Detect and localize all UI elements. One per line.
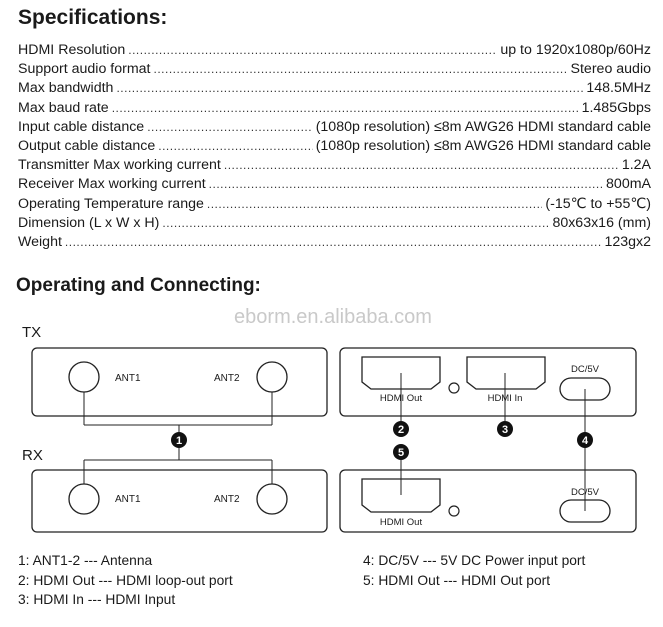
spec-value: 80x63x16 (mm) xyxy=(552,214,651,231)
tx-dc5v-label: DC/5V xyxy=(571,364,600,375)
tx-hdmi-out-port[interactable] xyxy=(361,356,441,390)
spec-label: Input cable distance xyxy=(18,118,145,135)
spec-label: Transmitter Max working current xyxy=(18,157,221,174)
rx-hdmi-out-port[interactable] xyxy=(361,478,441,513)
specifications-list: HDMI Resolution up to 1920x1080p/60Hz Sup… xyxy=(18,41,651,252)
spec-value: up to 1920x1080p/60Hz xyxy=(500,42,651,58)
tx-indicator-led xyxy=(448,382,460,394)
legend-item: 2: HDMI Out --- HDMI loop-out port xyxy=(18,572,233,588)
spec-value: 1.485Gbps xyxy=(581,99,651,116)
spec-value: 800mA xyxy=(606,176,651,193)
spec-row: Support audio format Stereo audio xyxy=(18,60,651,79)
spec-label: HDMI Resolution xyxy=(18,42,126,58)
marker-1-label: 1 xyxy=(176,435,182,447)
spec-value: (-15℃ to +55℃) xyxy=(545,195,651,212)
specifications-title: Specifications: xyxy=(18,6,168,29)
rx-ant1-connector[interactable] xyxy=(68,483,100,515)
rx-hdmi-out-label: HDMI Out xyxy=(380,517,423,528)
spec-value: (1080p resolution) ≤8m AWG26 HDMI standa… xyxy=(315,137,651,154)
leader-dots xyxy=(209,175,603,194)
rx-indicator-led xyxy=(448,505,460,517)
spec-label: Receiver Max working current xyxy=(18,176,206,193)
marker-1: 1 xyxy=(171,432,187,448)
marker-4-label: 4 xyxy=(582,435,589,447)
spec-value: Stereo audio xyxy=(570,61,651,78)
spec-value: (1080p resolution) ≤8m AWG26 HDMI standa… xyxy=(315,118,651,135)
marker-4: 4 xyxy=(577,432,593,448)
port-callout-lines xyxy=(400,373,586,511)
tx-ant1-label: ANT1 xyxy=(115,373,141,384)
rx-label: RX xyxy=(22,447,43,464)
spec-label: Output cable distance xyxy=(18,137,156,154)
tx-ant1-connector[interactable] xyxy=(68,361,100,393)
spec-row: Max baud rate 1.485Gbps xyxy=(18,99,651,118)
legend-item: 3: HDMI In --- HDMI Input xyxy=(18,592,176,607)
antenna-callout-lines xyxy=(83,392,273,484)
leader-dots xyxy=(158,137,312,156)
spec-label: Dimension (L x W x H) xyxy=(18,214,160,231)
tx-port-panel xyxy=(339,347,637,417)
rx-antenna-panel xyxy=(31,469,328,533)
operating-title: Operating and Connecting: xyxy=(16,275,261,296)
tx-ant2-label: ANT2 xyxy=(214,373,240,384)
marker-2-label: 2 xyxy=(398,424,404,436)
rx-port-panel xyxy=(339,469,637,533)
marker-3-label: 3 xyxy=(502,424,508,436)
spec-label: Max bandwidth xyxy=(18,80,114,97)
leader-dots xyxy=(154,60,568,79)
spec-value: 148.5MHz xyxy=(586,80,651,97)
rx-ant2-connector[interactable] xyxy=(256,483,288,515)
marker-3: 3 xyxy=(497,421,513,437)
leader-dots xyxy=(162,214,549,233)
legend-left: 1: ANT1-2 --- Antenna 2: HDMI Out --- HD… xyxy=(18,551,233,610)
leader-dots xyxy=(207,195,543,214)
spec-label: Weight xyxy=(18,233,62,250)
leader-dots xyxy=(147,118,312,137)
spec-value: 123gx2 xyxy=(604,233,651,250)
legend-item: 5: HDMI Out --- HDMI Out port xyxy=(363,572,551,588)
tx-ant2-connector[interactable] xyxy=(256,361,288,393)
spec-row: Dimension (L x W x H) 80x63x16 (mm) xyxy=(18,214,651,233)
connection-diagram: eborm.en.alibaba.com TX RX ANT1 ANT2 HDM… xyxy=(22,306,637,533)
marker-5-label: 5 xyxy=(398,447,404,459)
spec-row: Weight 123gx2 xyxy=(18,233,651,252)
rx-ant1-label: ANT1 xyxy=(115,494,141,505)
legend-item: 4: DC/5V --- 5V DC Power input port xyxy=(363,553,586,568)
spec-label: Support audio format xyxy=(18,61,151,78)
tx-hdmi-in-port[interactable] xyxy=(466,356,546,390)
tx-antenna-panel xyxy=(31,347,328,417)
spec-row: HDMI Resolution up to 1920x1080p/60Hz xyxy=(18,41,651,60)
spec-label: Max baud rate xyxy=(18,99,109,116)
spec-row: Operating Temperature range (-15℃ to +55℃… xyxy=(18,195,651,214)
leader-dots xyxy=(65,233,602,252)
tx-label: TX xyxy=(22,324,41,341)
leader-dots xyxy=(116,79,583,98)
legend-item: 1: ANT1-2 --- Antenna xyxy=(18,553,153,568)
spec-row: Input cable distance (1080p resolution) ≤… xyxy=(18,118,651,137)
spec-row: Receiver Max working current 800mA xyxy=(18,175,651,194)
marker-5: 5 xyxy=(393,444,409,460)
legend-right: 4: DC/5V --- 5V DC Power input port 5: H… xyxy=(363,551,585,590)
leader-dots xyxy=(224,156,619,175)
leader-dots xyxy=(128,41,497,60)
spec-row: Transmitter Max working current 1.2A xyxy=(18,156,651,175)
spec-row: Max bandwidth 148.5MHz xyxy=(18,79,651,98)
spec-value: 1.2A xyxy=(621,157,651,174)
spec-label: Operating Temperature range xyxy=(18,195,204,212)
marker-2: 2 xyxy=(393,421,409,437)
rx-ant2-label: ANT2 xyxy=(214,494,240,505)
watermark: eborm.en.alibaba.com xyxy=(234,306,432,328)
leader-dots xyxy=(112,99,579,118)
spec-row: Output cable distance (1080p resolution) … xyxy=(18,137,651,156)
